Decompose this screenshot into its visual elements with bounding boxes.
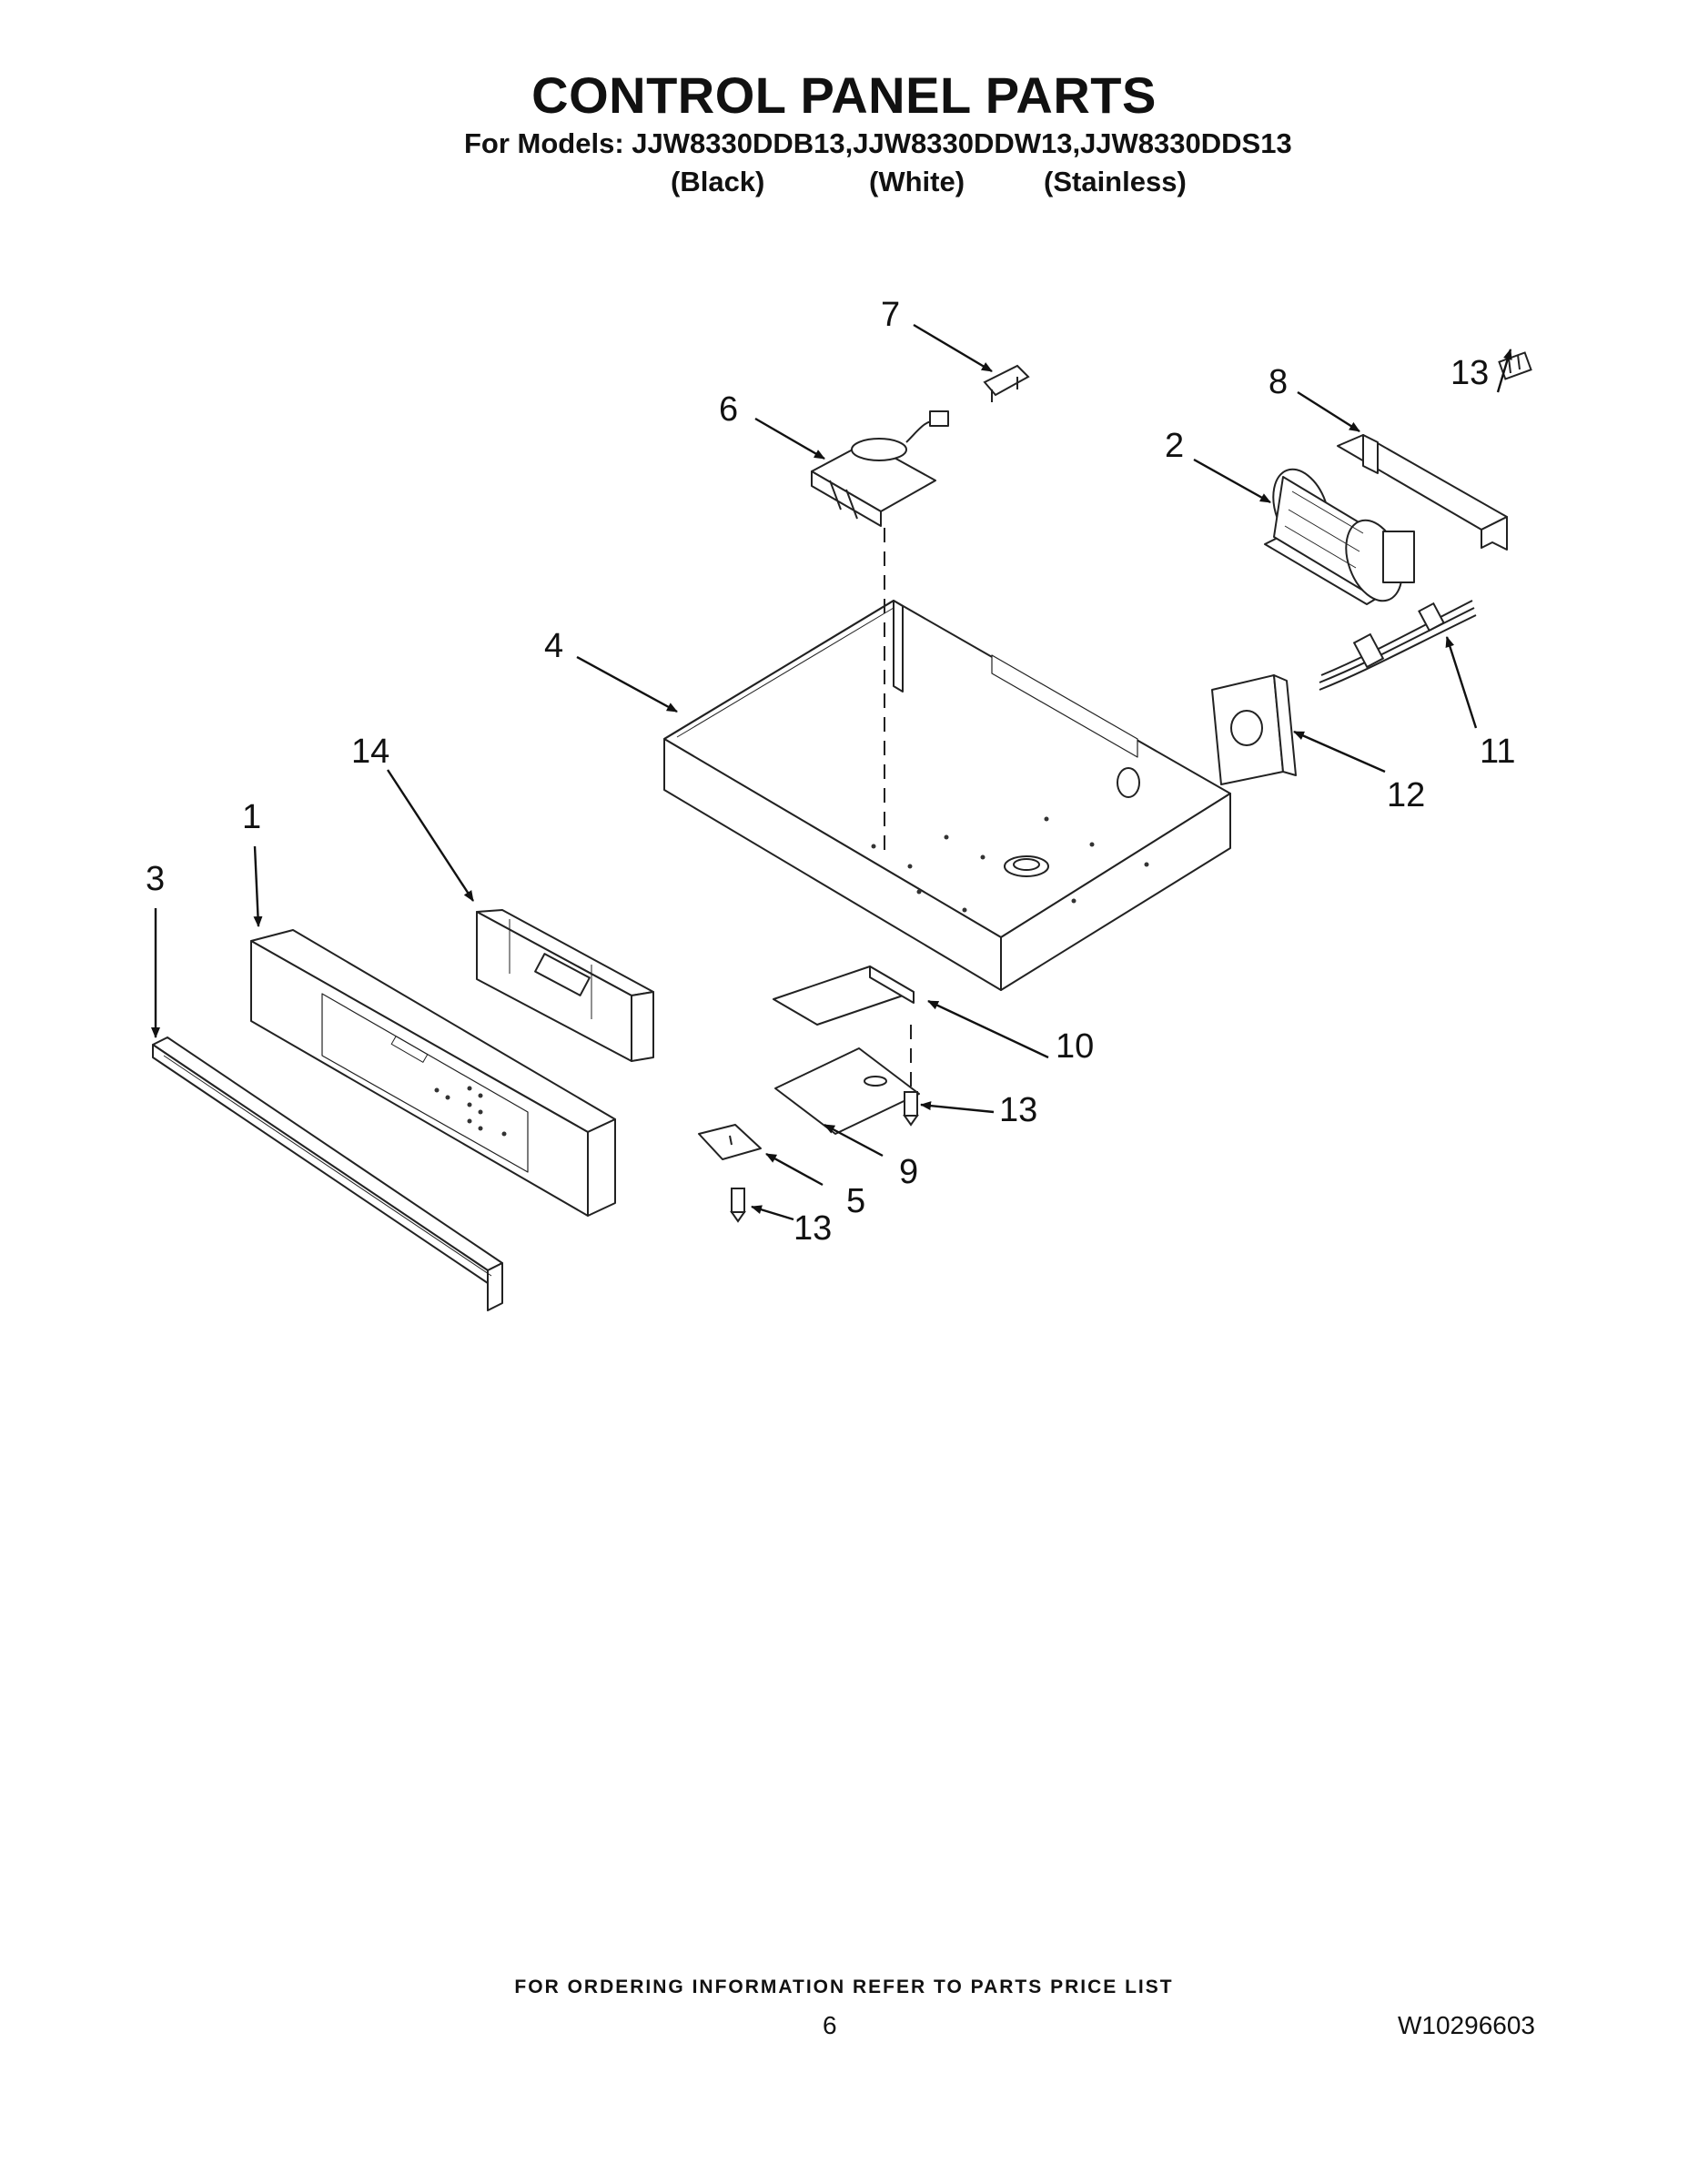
callout-13-top: 13 (1450, 354, 1489, 392)
callout-labels: 7 6 8 13 2 4 11 12 14 1 3 10 13 9 5 13 (146, 296, 1515, 1248)
part-14-control-board (476, 909, 654, 1062)
part-1-control-panel (250, 929, 616, 1217)
callout-11: 11 (1480, 733, 1515, 771)
variant-stainless: (Stainless) (1044, 166, 1187, 197)
callout-14: 14 (351, 733, 389, 771)
variant-black: (Black) (671, 166, 765, 197)
callout-8: 8 (1269, 363, 1288, 401)
part-5-small-plate (698, 1124, 762, 1160)
part-6-board (811, 410, 949, 527)
page-number: 6 (823, 2011, 837, 2039)
callout-3: 3 (146, 860, 165, 898)
part-13-screw-mid (903, 1091, 919, 1127)
part-9-bracket (774, 1047, 920, 1135)
callout-4: 4 (544, 627, 563, 665)
callout-10: 10 (1056, 1027, 1094, 1066)
models-line: For Models: JJW8330DDB13,JJW8330DDW13,JJ… (464, 127, 1292, 159)
part-2-blower (1264, 468, 1415, 605)
callout-12: 12 (1387, 776, 1425, 814)
callout-9: 9 (899, 1153, 918, 1191)
part-8-bracket (1337, 434, 1508, 551)
callout-13-mid: 13 (999, 1091, 1037, 1129)
callout-2: 2 (1165, 427, 1184, 465)
callout-7: 7 (881, 296, 900, 334)
assembly-lines (884, 528, 912, 1092)
callout-1: 1 (242, 798, 261, 836)
ordering-note: FOR ORDERING INFORMATION REFER TO PARTS … (514, 1977, 1174, 1997)
part-3-trim-strip (152, 1036, 503, 1311)
callout-13-low: 13 (793, 1209, 832, 1248)
part-12-plate (1211, 674, 1297, 785)
part-11-harness (1319, 600, 1477, 691)
leader-arrows (151, 323, 1512, 1221)
part-13-screw-low (730, 1188, 746, 1223)
page-title: CONTROL PANEL PARTS (531, 66, 1157, 124)
callout-5: 5 (846, 1182, 865, 1220)
part-housing-tray (663, 600, 1231, 991)
variant-white: (White) (869, 166, 965, 197)
part-10-cover (773, 966, 915, 1026)
part-7-clip (983, 364, 1030, 402)
callout-6: 6 (719, 390, 738, 429)
document-number: W10296603 (1397, 2011, 1535, 2039)
